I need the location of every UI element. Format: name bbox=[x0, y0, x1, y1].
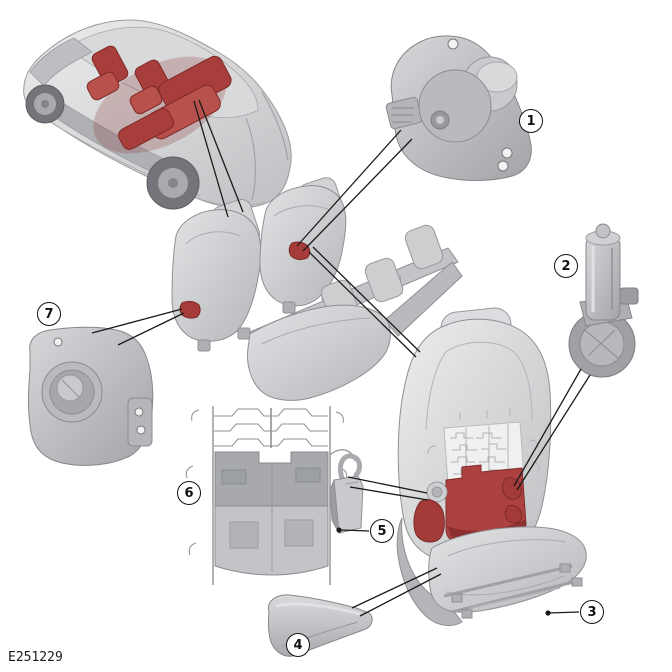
leader-line-4 bbox=[302, 138, 413, 252]
part-5-module bbox=[329, 453, 364, 534]
callout-1: 1 bbox=[519, 109, 543, 133]
seat-rails bbox=[443, 564, 583, 614]
front-seat bbox=[396, 307, 587, 626]
leader-line-12 bbox=[349, 486, 429, 501]
leader-line-6 bbox=[308, 251, 417, 358]
part-2-motor bbox=[568, 223, 639, 378]
leader-line-9 bbox=[513, 368, 582, 487]
side-highlight-left bbox=[413, 499, 445, 543]
leader-line-16 bbox=[547, 611, 580, 614]
side-highlight-right-2 bbox=[504, 505, 523, 524]
callout-4: 4 bbox=[286, 633, 310, 657]
leader-line-7 bbox=[91, 308, 183, 334]
callout-2: 2 bbox=[554, 254, 578, 278]
leader-line-14 bbox=[359, 573, 442, 617]
callout-7: 7 bbox=[37, 302, 61, 326]
leader-line-1 bbox=[193, 100, 229, 218]
latch-highlight-center bbox=[288, 241, 311, 261]
callout-5: 5 bbox=[370, 519, 394, 543]
vehicle-highlighted-seats bbox=[86, 45, 232, 154]
leader-line-15 bbox=[340, 529, 370, 532]
rear-seatback-left bbox=[171, 199, 262, 352]
reference-dot-2 bbox=[545, 610, 551, 616]
leader-line-8 bbox=[117, 312, 185, 346]
leader-line-3 bbox=[296, 129, 402, 247]
leader-line-13 bbox=[351, 567, 438, 609]
leader-line-10 bbox=[516, 374, 591, 491]
leader-line-2 bbox=[198, 99, 244, 213]
latch-highlight-left bbox=[179, 300, 201, 319]
part-7-switch-pack bbox=[28, 326, 154, 466]
reference-dot-1 bbox=[336, 527, 342, 533]
figure-code-label: E251229 bbox=[8, 650, 63, 665]
part-1-motor-module bbox=[385, 35, 532, 181]
leader-line-5 bbox=[312, 246, 421, 353]
callout-3: 3 bbox=[580, 600, 604, 624]
callout-6: 6 bbox=[177, 481, 201, 505]
part-6-partition-net bbox=[185, 406, 356, 585]
vehicle-illustration bbox=[23, 19, 292, 210]
leader-line-11 bbox=[347, 476, 428, 494]
side-highlight-right-1 bbox=[501, 477, 523, 500]
